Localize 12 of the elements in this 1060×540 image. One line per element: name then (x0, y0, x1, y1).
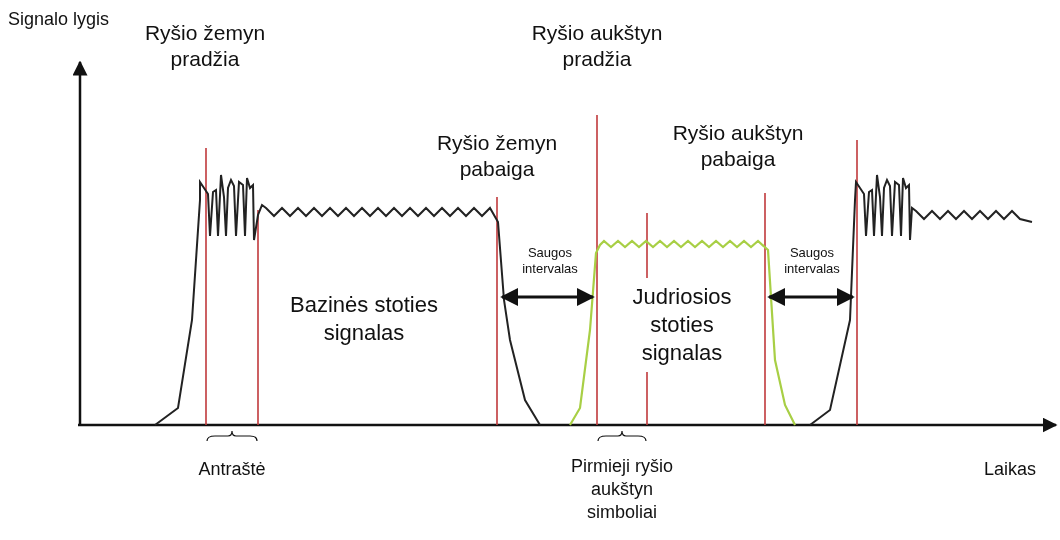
annotation-label: Antraštė (197, 458, 267, 481)
marker-label: Ryšio žemyn pabaiga (435, 130, 559, 182)
marker-label: Ryšio žemyn pradžia (143, 20, 267, 72)
marker-label: Ryšio aukštyn pradžia (530, 20, 664, 72)
annotation-label: Pirmieji ryšio aukštyn simboliai (570, 455, 674, 524)
axis-label: Signalo lygis (8, 8, 111, 31)
marker-label: Ryšio aukštyn pabaiga (671, 120, 805, 172)
interval-label: Saugos intervalas (521, 245, 579, 277)
signal-label: Bazinės stoties signalas (289, 291, 439, 347)
signal-label: Judriosios stoties signalas (631, 283, 733, 367)
interval-label: Saugos intervalas (783, 245, 841, 277)
axis-label: Laikas (983, 458, 1037, 481)
